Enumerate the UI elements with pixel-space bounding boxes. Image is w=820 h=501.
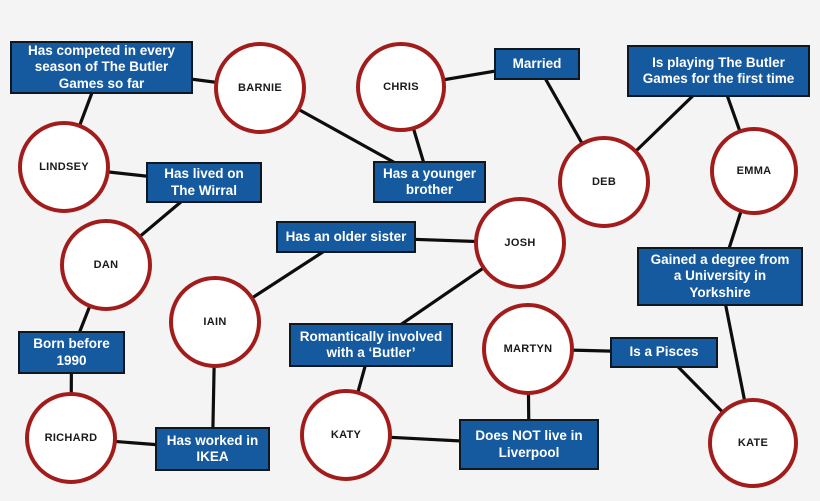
clue-label: Is a Pisces (629, 344, 699, 360)
person-name-label: RICHARD (44, 432, 98, 444)
clue-box-pisces: Is a Pisces (610, 337, 718, 368)
clue-box-married: Married (494, 48, 580, 80)
person-name-label: MARTYN (503, 343, 553, 355)
clue-label: Married (512, 55, 562, 71)
clue-box-degree: Gained a degree from a University in Yor… (637, 247, 803, 306)
person-node-katy: KATY (300, 389, 392, 481)
clue-box-older-sister: Has an older sister (276, 221, 416, 253)
person-node-martyn: MARTYN (482, 303, 574, 395)
person-node-emma: EMMA (710, 127, 798, 215)
person-node-barnie: BARNIE (214, 42, 306, 134)
person-node-dan: DAN (60, 219, 152, 311)
clue-label: Born before 1990 (33, 336, 110, 368)
person-node-richard: RICHARD (25, 392, 117, 484)
person-name-label: KATE (737, 437, 769, 449)
person-node-deb: DEB (558, 136, 650, 228)
clue-label: Does NOT live in Liverpool (475, 428, 583, 460)
clue-label: Has lived on The Wirral (164, 166, 244, 198)
person-name-label: CHRIS (383, 81, 419, 93)
clue-box-wirral: Has lived on The Wirral (146, 162, 262, 203)
clue-label: Has an older sister (285, 228, 407, 244)
clue-box-younger-brother: Has a younger brother (373, 161, 486, 203)
person-name-label: IAIN (203, 316, 227, 328)
clue-label: Romantically involved with a ‘Butler’ (299, 328, 443, 360)
clue-box-first-time: Is playing The Butler Games for the firs… (627, 45, 810, 97)
clue-label: Has competed in every season of The Butl… (27, 42, 176, 91)
clue-box-liverpool: Does NOT live in Liverpool (459, 419, 599, 470)
clue-box-ikea: Has worked in IKEA (155, 427, 270, 471)
clue-box-born-1990: Born before 1990 (18, 331, 125, 374)
clue-label: Has a younger brother (382, 165, 477, 197)
person-name-label: JOSH (504, 237, 536, 249)
person-node-lindsey: LINDSEY (18, 121, 110, 213)
person-name-label: LINDSEY (39, 161, 89, 173)
person-node-josh: JOSH (474, 197, 566, 289)
person-node-kate: KATE (708, 398, 798, 488)
clue-label: Has worked in IKEA (166, 432, 259, 464)
person-name-label: KATY (330, 429, 362, 441)
person-name-label: EMMA (736, 165, 772, 177)
person-name-label: DAN (93, 259, 119, 271)
person-name-label: DEB (591, 176, 617, 188)
person-node-iain: IAIN (169, 276, 261, 368)
clue-label: Gained a degree from a University in Yor… (650, 251, 790, 300)
clue-label: Is playing The Butler Games for the firs… (642, 54, 795, 86)
person-name-label: BARNIE (238, 82, 282, 94)
clue-box-competed: Has competed in every season of The Butl… (10, 41, 193, 94)
person-node-chris: CHRIS (356, 42, 446, 132)
clue-box-romantic: Romantically involved with a ‘Butler’ (289, 323, 453, 367)
